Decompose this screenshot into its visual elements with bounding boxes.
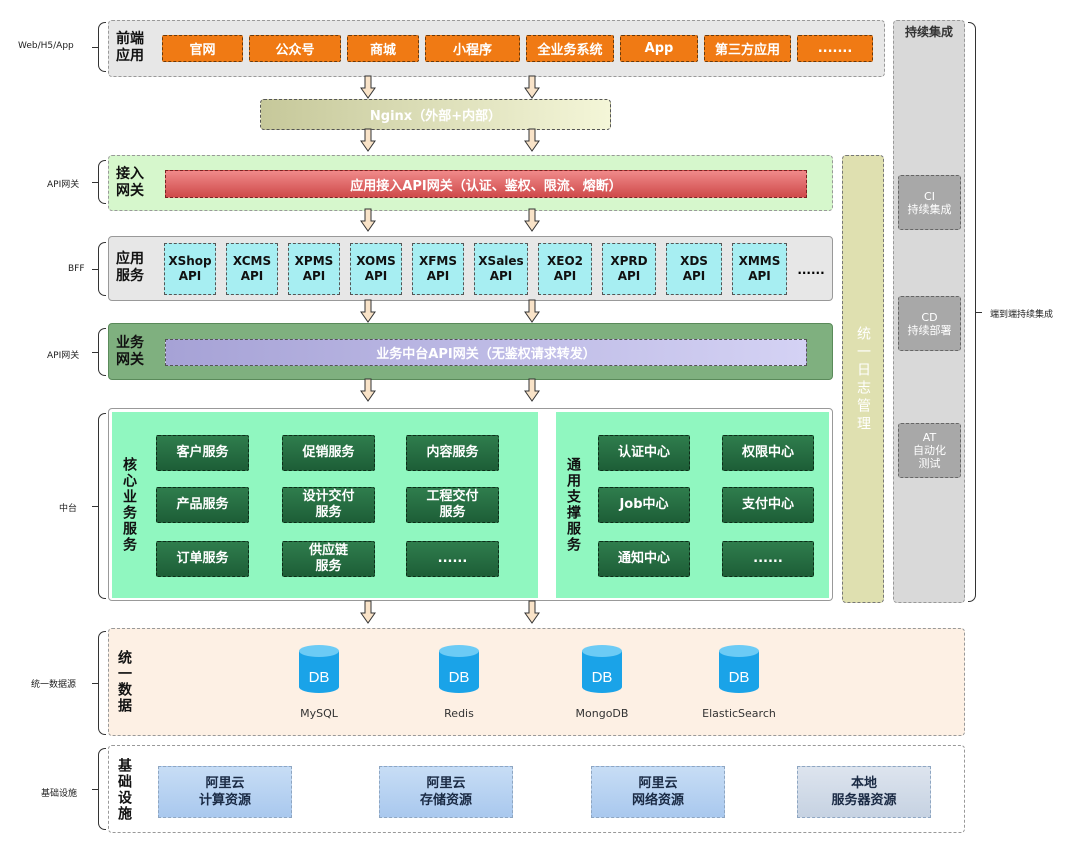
ci-item-ci[interactable]: CI 持续集成 xyxy=(898,175,961,230)
label-middle: 中台 xyxy=(59,504,78,514)
down-arrow-icon xyxy=(360,208,376,232)
infra-aliyun-compute[interactable]: 阿里云 计算资源 xyxy=(158,766,292,818)
down-arrow-icon xyxy=(360,378,376,402)
data-title: 统一数据 xyxy=(116,650,132,714)
svc-order[interactable]: 订单服务 xyxy=(156,541,249,577)
svc-payment-center[interactable]: 支付中心 xyxy=(722,487,814,523)
app-services-panel xyxy=(108,236,833,301)
svc-customer[interactable]: 客户服务 xyxy=(156,435,249,471)
svg-text:DB: DB xyxy=(729,669,750,686)
brace-ci xyxy=(968,22,982,602)
infra-aliyun-storage[interactable]: 阿里云 存储资源 xyxy=(379,766,513,818)
brace-api-gateway-1 xyxy=(92,160,106,204)
db-elasticsearch-label: ElasticSearch xyxy=(702,706,776,720)
business-gateway-title: 业务 网关 xyxy=(116,335,144,368)
label-api-gateway-2: API网关 xyxy=(47,351,80,361)
log-panel xyxy=(842,155,884,603)
svg-text:DB: DB xyxy=(592,669,613,686)
down-arrow-icon xyxy=(524,128,540,152)
svc-job-center[interactable]: Job中心 xyxy=(598,487,690,523)
down-arrow-icon xyxy=(524,75,540,99)
down-arrow-icon xyxy=(524,378,540,402)
db-elasticsearch-icon: DB xyxy=(718,644,760,694)
frontend-item-app[interactable]: App xyxy=(620,35,698,62)
frontend-item-mini-program[interactable]: 小程序 xyxy=(425,35,520,62)
svc-design-delivery[interactable]: 设计交付 服务 xyxy=(282,487,375,523)
api-xfms[interactable]: XFMS API xyxy=(412,243,464,295)
app-services-title: 应用 服务 xyxy=(116,251,144,284)
brace-bff xyxy=(92,242,106,296)
common-services-title: 通用支撑服务 xyxy=(565,457,581,553)
api-xeo2[interactable]: XEO2 API xyxy=(538,243,592,295)
business-gateway-bar[interactable]: 业务中台API网关（无鉴权请求转发） xyxy=(165,339,807,366)
down-arrow-icon xyxy=(360,299,376,323)
down-arrow-icon xyxy=(524,208,540,232)
frontend-item-mall[interactable]: 商城 xyxy=(347,35,419,62)
db-redis-icon: DB xyxy=(438,644,480,694)
api-xoms[interactable]: XOMS API xyxy=(350,243,402,295)
data-panel xyxy=(108,628,965,736)
label-end-to-end-ci: 端到端持续集成 xyxy=(990,310,1054,320)
svc-content[interactable]: 内容服务 xyxy=(406,435,499,471)
svg-text:DB: DB xyxy=(309,669,330,686)
down-arrow-icon xyxy=(524,600,540,624)
brace-middle xyxy=(92,413,106,599)
db-redis-label: Redis xyxy=(444,706,474,720)
svc-product[interactable]: 产品服务 xyxy=(156,487,249,523)
brace-data xyxy=(92,631,106,735)
api-xpms[interactable]: XPMS API xyxy=(288,243,340,295)
access-gateway-bar[interactable]: 应用接入API网关（认证、鉴权、限流、熔断） xyxy=(165,170,807,198)
infra-title: 基础设施 xyxy=(116,758,132,822)
label-api-gateway-1: API网关 xyxy=(47,180,80,190)
api-xsales[interactable]: XSales API xyxy=(474,243,528,295)
label-infra: 基础设施 xyxy=(41,789,78,799)
ci-title: 持续集成 xyxy=(904,24,953,39)
down-arrow-icon xyxy=(360,600,376,624)
label-frontend: Web/H5/App xyxy=(18,41,74,51)
svc-engineering-delivery[interactable]: 工程交付 服务 xyxy=(406,487,499,523)
infra-local-servers[interactable]: 本地 服务器资源 xyxy=(797,766,931,818)
svc-promotion[interactable]: 促销服务 xyxy=(282,435,375,471)
frontend-item-third-party[interactable]: 第三方应用 xyxy=(704,35,791,62)
api-xshop[interactable]: XShop API xyxy=(164,243,216,295)
svc-notify-center[interactable]: 通知中心 xyxy=(598,541,690,577)
frontend-title: 前端 应用 xyxy=(116,31,144,64)
ci-item-at[interactable]: AT 自动化 测试 xyxy=(898,423,961,478)
log-title: 统一日志管理 xyxy=(855,326,871,434)
frontend-item-official-account[interactable]: 公众号 xyxy=(249,35,341,62)
brace-api-gateway-2 xyxy=(92,328,106,376)
core-services-title: 核心业务服务 xyxy=(121,457,137,553)
frontend-item-website[interactable]: 官网 xyxy=(162,35,243,62)
brace-infra xyxy=(92,748,106,830)
brace-frontend xyxy=(92,22,106,72)
frontend-item-more[interactable]: ....... xyxy=(797,35,873,62)
nginx-bar[interactable]: Nginx（外部+内部） xyxy=(260,99,611,130)
api-xds[interactable]: XDS API xyxy=(666,243,722,295)
db-mongodb-label: MongoDB xyxy=(575,706,629,720)
db-mysql-label: MySQL xyxy=(300,706,338,720)
svc-common-more[interactable]: ...... xyxy=(722,541,814,577)
svc-supply-chain[interactable]: 供应链 服务 xyxy=(282,541,375,577)
api-xcms[interactable]: XCMS API xyxy=(226,243,278,295)
label-bff: BFF xyxy=(68,264,85,274)
svc-core-more[interactable]: ...... xyxy=(406,541,499,577)
api-xprd[interactable]: XPRD API xyxy=(602,243,656,295)
svc-auth-center[interactable]: 认证中心 xyxy=(598,435,690,471)
api-xmms[interactable]: XMMS API xyxy=(732,243,787,295)
frontend-item-all-business[interactable]: 全业务系统 xyxy=(526,35,614,62)
db-mongodb-icon: DB xyxy=(581,644,623,694)
svg-text:DB: DB xyxy=(449,669,470,686)
svc-permission-center[interactable]: 权限中心 xyxy=(722,435,814,471)
api-more: ...... xyxy=(797,263,825,277)
down-arrow-icon xyxy=(360,128,376,152)
ci-item-cd[interactable]: CD 持续部署 xyxy=(898,296,961,351)
label-data: 统一数据源 xyxy=(31,680,77,690)
infra-aliyun-network[interactable]: 阿里云 网络资源 xyxy=(591,766,725,818)
down-arrow-icon xyxy=(524,299,540,323)
access-gateway-title: 接入 网关 xyxy=(116,166,144,199)
down-arrow-icon xyxy=(360,75,376,99)
db-mysql-icon: DB xyxy=(298,644,340,694)
